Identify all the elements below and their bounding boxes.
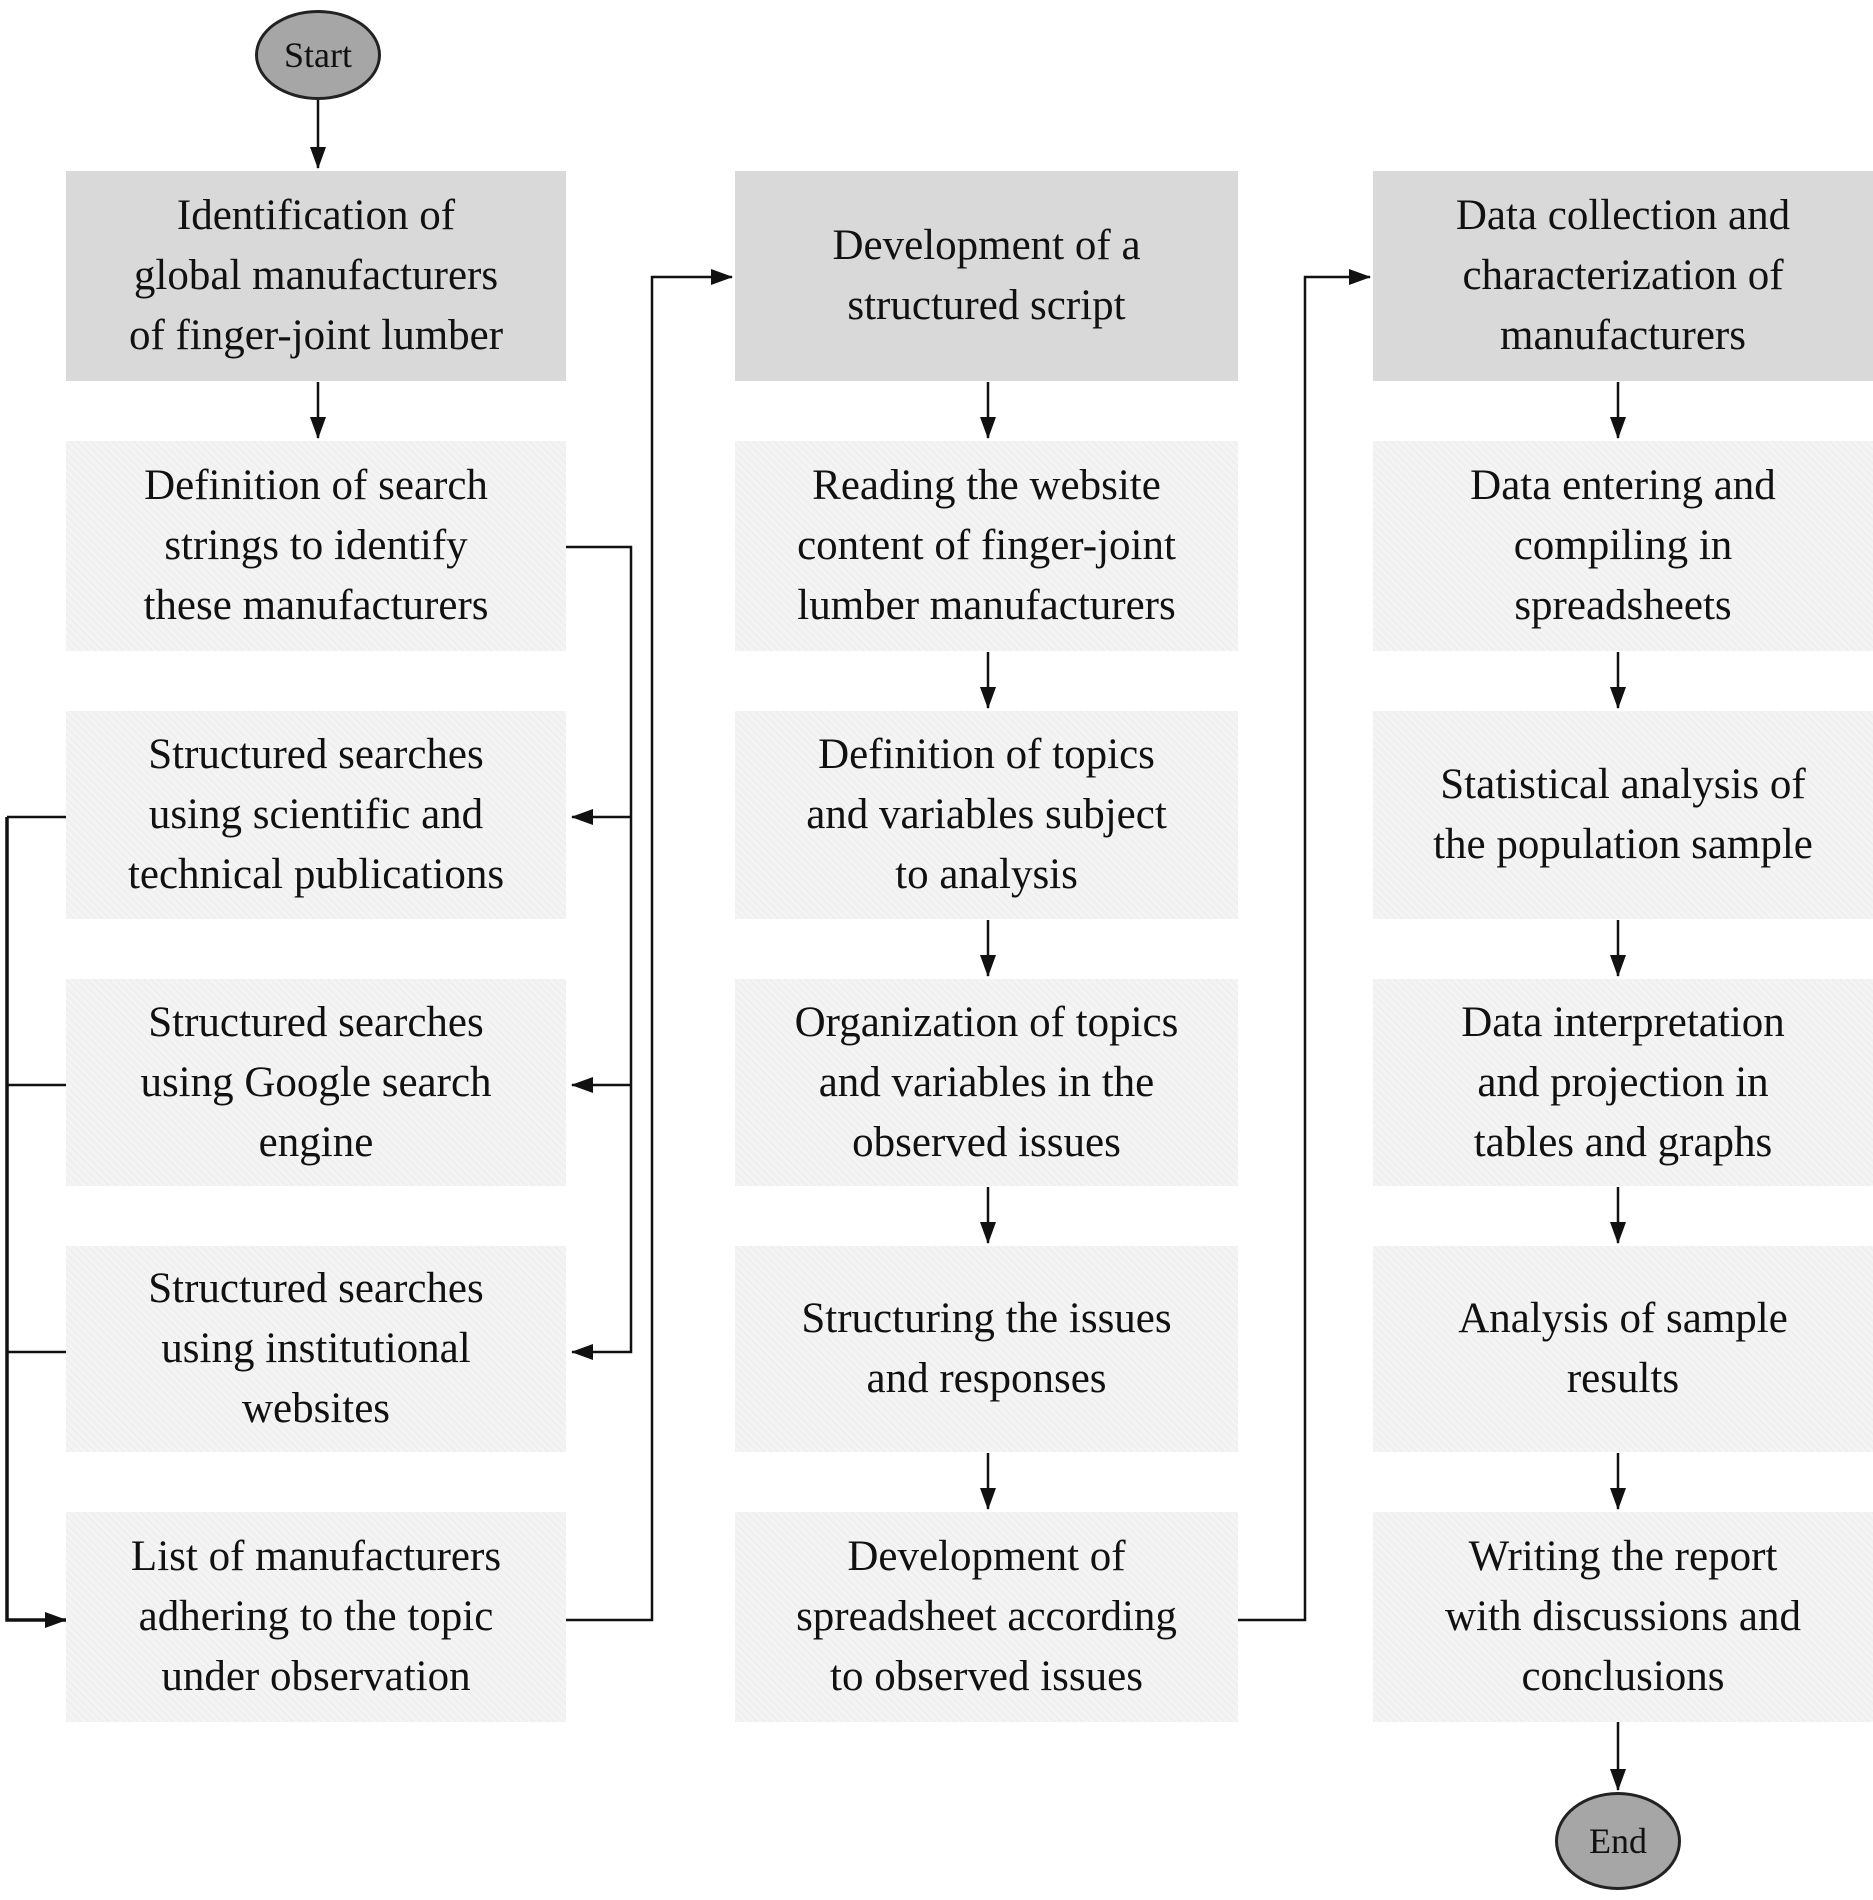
col2-step4: Structuring the issues and responses <box>735 1246 1238 1452</box>
col3-step2: Statistical analysis of the population s… <box>1373 711 1873 919</box>
col1-step2: Structured searches using scientific and… <box>66 711 566 919</box>
col3-step4: Analysis of sample results <box>1373 1246 1873 1452</box>
start-terminal: Start <box>255 10 381 100</box>
col1-step3: Structured searches using Google search … <box>66 979 566 1186</box>
col1-step5: List of manufacturers adhering to the to… <box>66 1512 566 1722</box>
col1-header: Identification of global manufacturers o… <box>66 171 566 381</box>
col3-step5: Writing the report with discussions and … <box>1373 1512 1873 1722</box>
arrow-col1-to-col2 <box>566 269 733 1622</box>
col3-step1: Data entering and compiling in spreadshe… <box>1373 441 1873 651</box>
arrow-col2-to-col3 <box>1238 269 1371 1622</box>
col2-step3: Organization of topics and variables in … <box>735 979 1238 1186</box>
col2-step1: Reading the website content of finger-jo… <box>735 441 1238 651</box>
col2-step5: Development of spreadsheet according to … <box>735 1512 1238 1722</box>
connector-to-step5 <box>5 817 67 1628</box>
start-label: Start <box>284 35 352 75</box>
col3-step3: Data interpretation and projection in ta… <box>1373 979 1873 1186</box>
col3-header: Data collection and characterization of … <box>1373 171 1873 381</box>
connector-step1-fanout <box>566 545 633 1360</box>
col1-step4: Structured searches using institutional … <box>66 1246 566 1452</box>
col2-step2: Definition of topics and variables subje… <box>735 711 1238 919</box>
col1-step1: Definition of search strings to identify… <box>66 441 566 651</box>
end-terminal: End <box>1555 1792 1681 1890</box>
end-label: End <box>1589 1821 1647 1861</box>
col2-header: Development of a structured script <box>735 171 1238 381</box>
